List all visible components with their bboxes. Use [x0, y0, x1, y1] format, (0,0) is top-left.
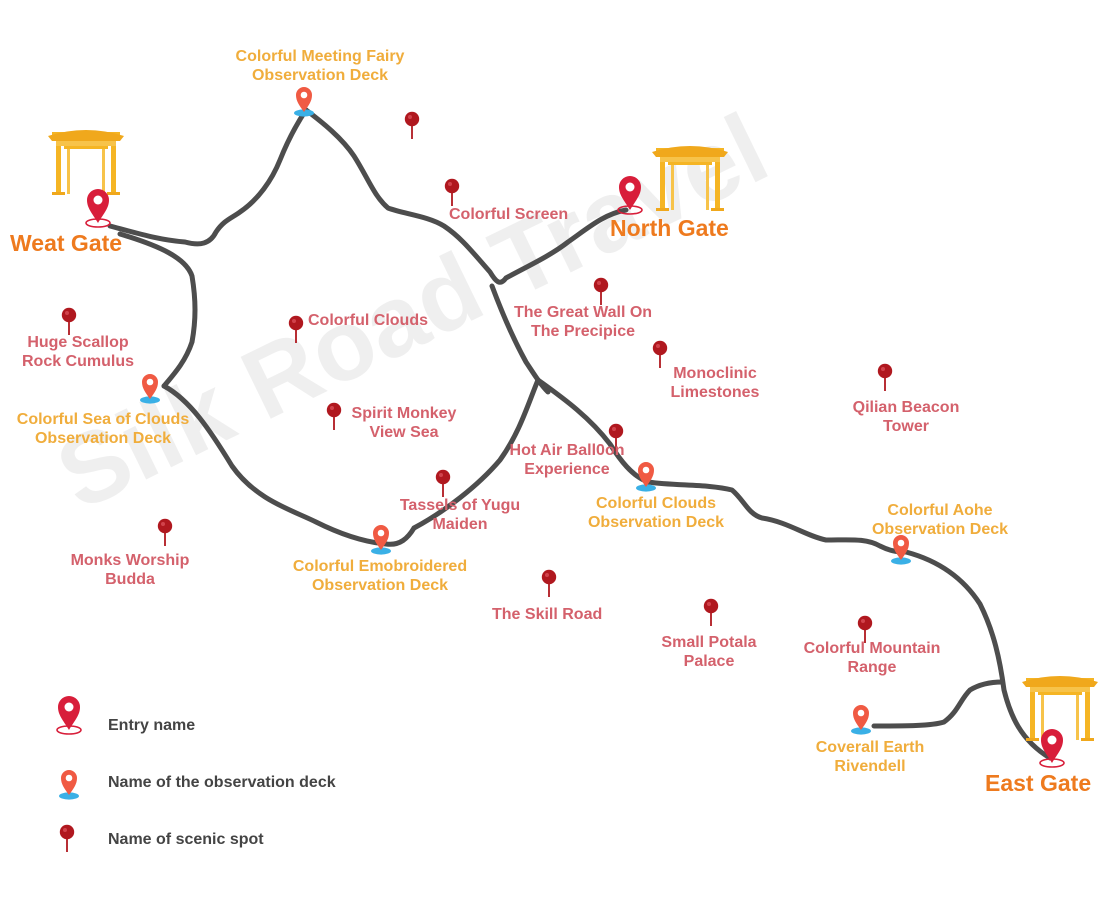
spot-pin-icon[interactable]	[403, 110, 421, 140]
gate-label-west: Weat Gate	[10, 230, 123, 256]
spot-label-screen: Colorful Screen	[449, 206, 569, 223]
route-clouds-aohe	[645, 479, 909, 555]
route-aohe-east	[903, 549, 1053, 761]
spot-pin-icon[interactable]	[60, 306, 78, 336]
gate-west	[48, 130, 124, 228]
route-emb-junction	[411, 377, 541, 531]
spot-pin-icon[interactable]	[325, 401, 343, 431]
legend-deck-label: Name of the observation deck	[108, 774, 336, 791]
gate-archway-icon	[652, 146, 728, 211]
entry-pin-icon	[56, 695, 82, 735]
entry-pin-icon[interactable]	[85, 188, 111, 228]
deck-pin-icon[interactable]	[140, 374, 160, 404]
deck-pin-icon[interactable]	[851, 705, 871, 735]
route-sea-emb	[161, 383, 417, 547]
route-junction-clouds	[535, 377, 651, 485]
spot-pin-icon[interactable]	[434, 468, 452, 498]
route-earth-branch	[871, 679, 1005, 729]
spot-pin-icon[interactable]	[287, 314, 305, 344]
legend-spot-label: Name of scenic spot	[108, 831, 264, 848]
gate-label-east: East Gate	[985, 770, 1092, 796]
gate-east	[1022, 676, 1098, 768]
route-west-sea	[117, 231, 198, 389]
deck-pin-icon[interactable]	[371, 525, 391, 555]
gate-label-north: North Gate	[610, 215, 729, 241]
gate-archway-icon	[48, 130, 124, 195]
spot-pin-icon[interactable]	[876, 362, 894, 392]
spot-pin-icon[interactable]	[156, 517, 174, 547]
entry-pin-icon[interactable]	[617, 175, 643, 215]
spot-pin-icon[interactable]	[592, 276, 610, 306]
entry-pin-icon[interactable]	[1039, 728, 1065, 768]
deck-pin-icon[interactable]	[294, 87, 314, 117]
route-west-fairy	[107, 107, 309, 247]
legend-icons	[56, 695, 82, 853]
route-fairy-north	[303, 107, 629, 285]
spot-label-skill-road: The Skill Road	[492, 606, 603, 623]
legend-entry-label: Entry name	[108, 717, 196, 734]
spot-pin-icon[interactable]	[540, 568, 558, 598]
route-network	[107, 107, 1053, 761]
spot-pin-icon[interactable]	[443, 177, 461, 207]
deck-pin-icon	[59, 770, 79, 800]
gate-north	[617, 146, 728, 215]
spot-pin-icon	[58, 823, 76, 853]
spot-pin-icon[interactable]	[702, 597, 720, 627]
spot-label-colorful-clouds: Colorful Clouds	[308, 312, 428, 329]
gate-archway-icon	[1022, 676, 1098, 741]
